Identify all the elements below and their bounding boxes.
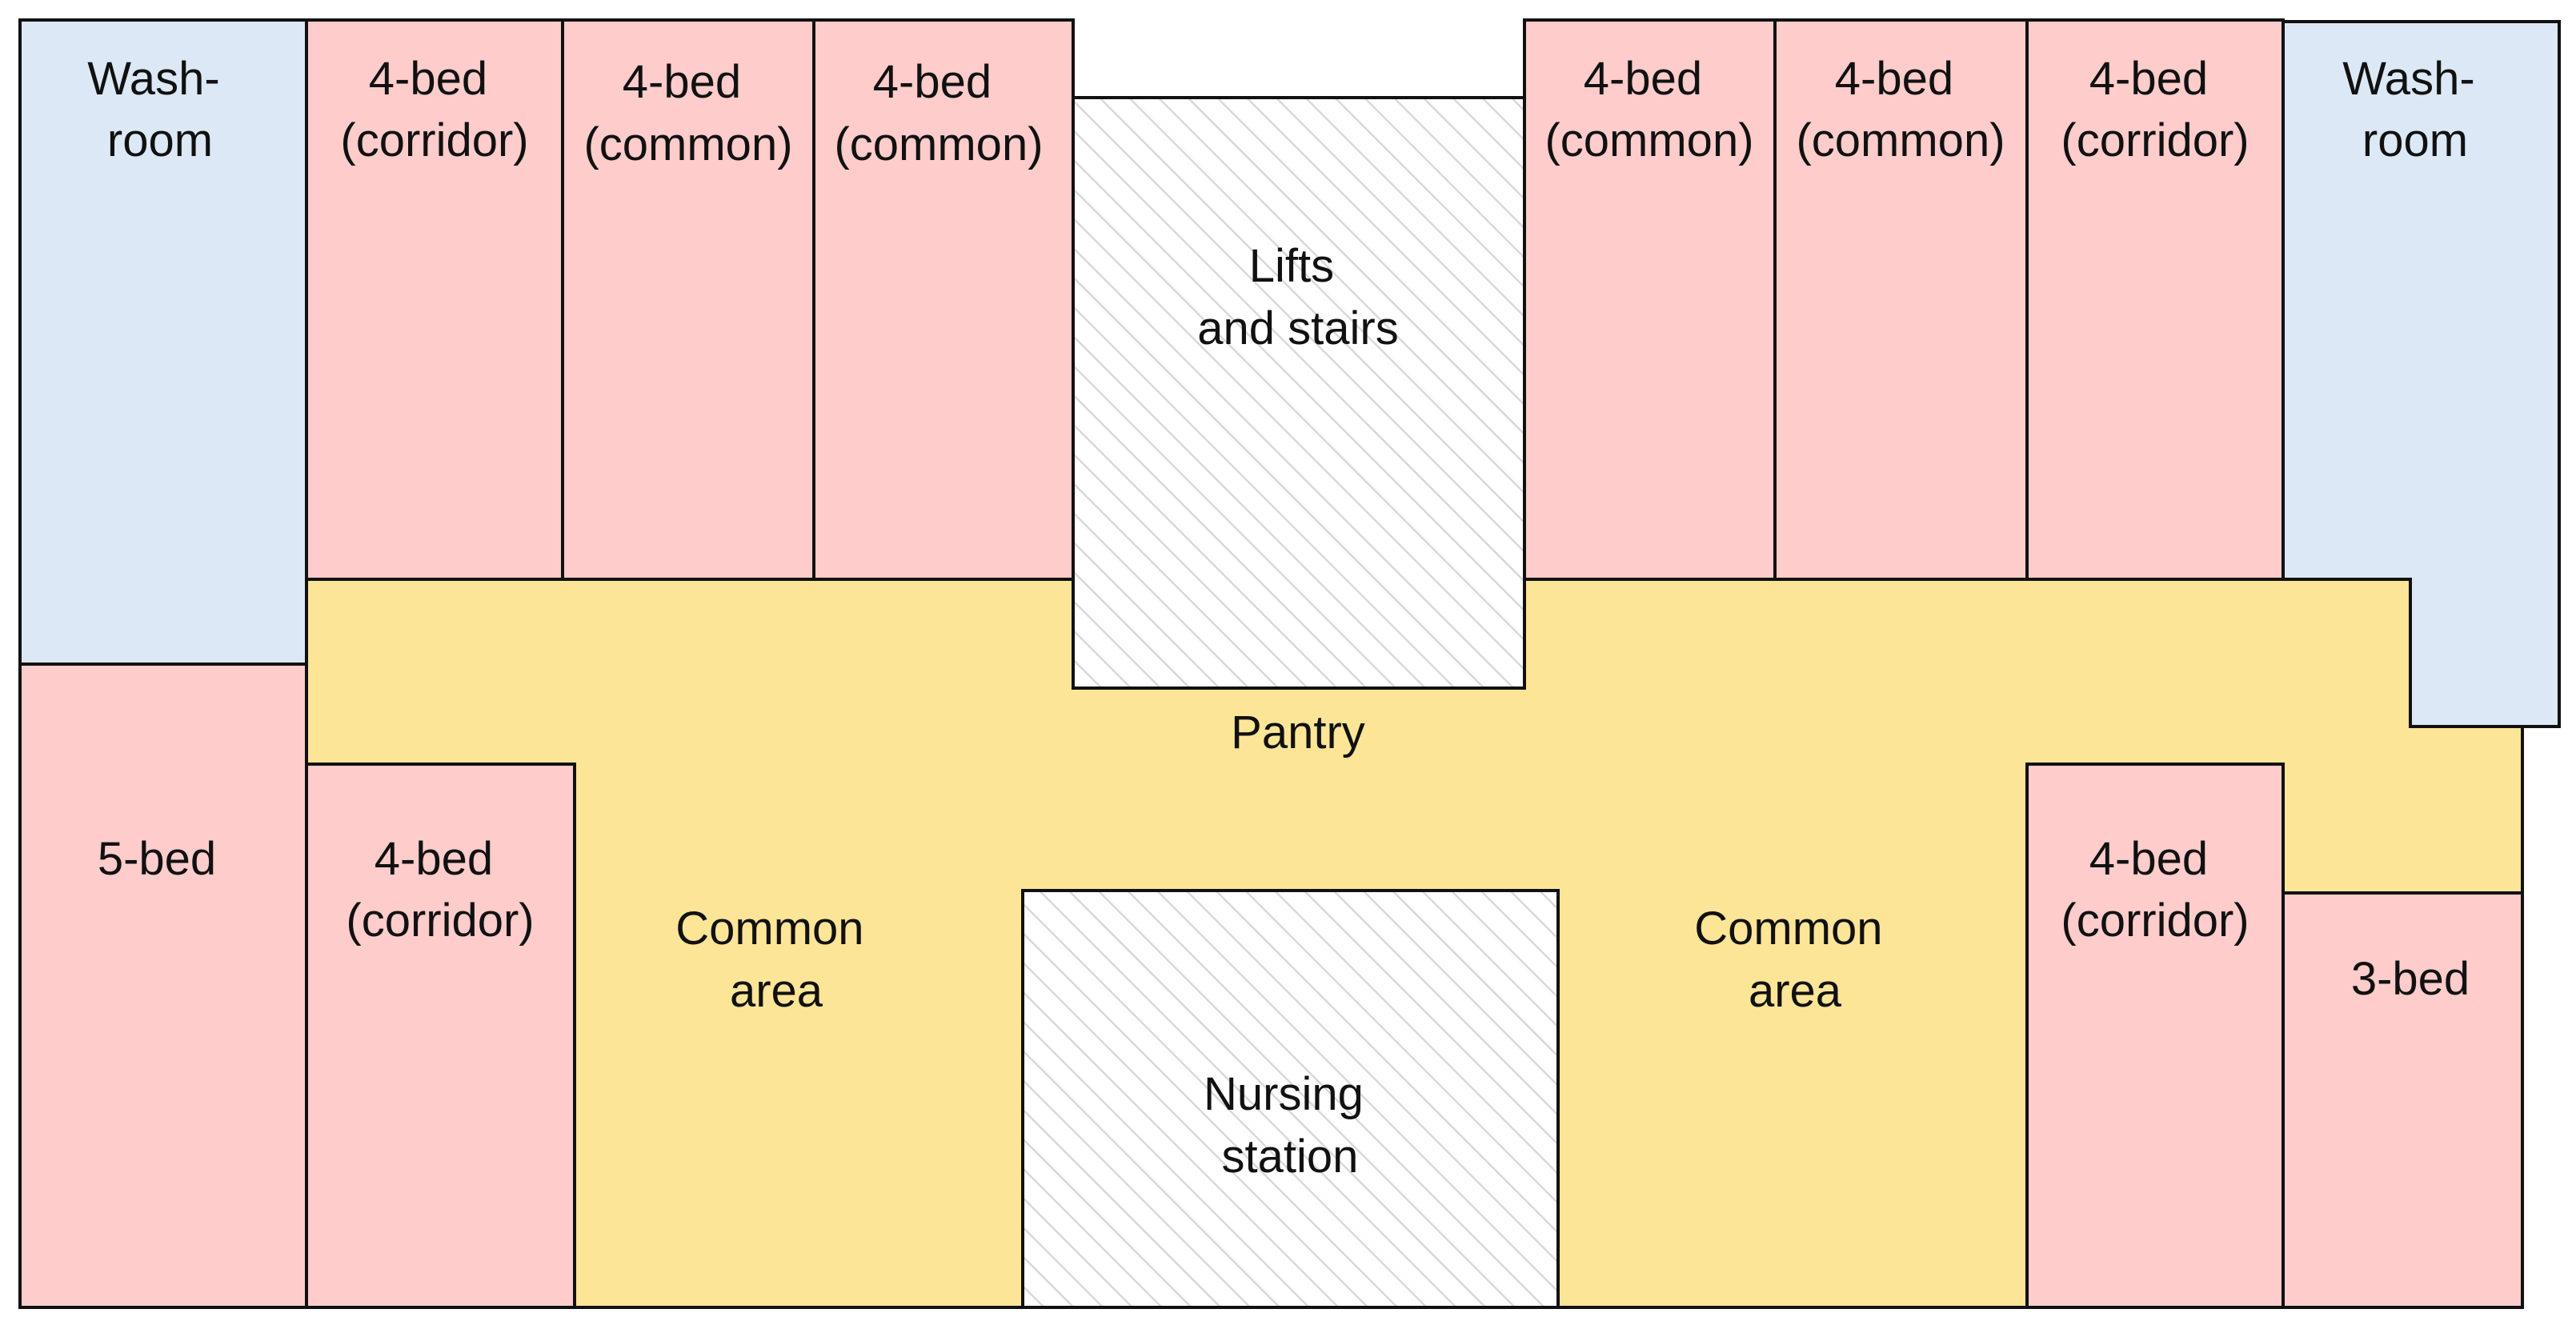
label-line: and stairs (1197, 302, 1398, 354)
ward-room-top-4 (1523, 18, 1777, 581)
label-line: (corridor) (346, 895, 534, 947)
ward-room-top-6 (2025, 18, 2285, 581)
label-line: (common) (583, 118, 792, 170)
label-line: (common) (1544, 114, 1753, 166)
ward-room-bottom-right-label: 4-bed (corridor) (2061, 833, 2249, 947)
label-line: area (730, 965, 823, 1017)
label-line: 4-bed (1835, 53, 1953, 105)
common-area-right-label: Common area (1694, 903, 1895, 1017)
label-line: room (2362, 114, 2468, 166)
label-line: Common (675, 903, 863, 955)
label-line: Wash- (2342, 53, 2474, 105)
washroom-left-label: Wash- room (87, 53, 233, 166)
ward-room-5bed-label: 5-bed (98, 833, 216, 885)
label-line: 4-bed (2089, 53, 2208, 105)
label-line: area (1749, 965, 1842, 1017)
label-line: Common (1694, 903, 1882, 955)
ward-room-top-1-label: 4-bed (corridor) (340, 53, 528, 166)
label-line: Pantry (1231, 707, 1365, 759)
common-area-left-label: Common area (675, 903, 876, 1017)
ward-room-top-5-label: 4-bed (common) (1796, 53, 2005, 166)
label-line: (corridor) (2061, 895, 2249, 947)
pantry-label: Pantry (1231, 707, 1365, 759)
ward-room-top-6-label: 4-bed (corridor) (2061, 53, 2249, 166)
ward-room-top-2-label: 4-bed (common) (583, 56, 792, 170)
ward-room-5bed (18, 662, 308, 1309)
ward-room-3bed-label: 3-bed (2351, 953, 2470, 1005)
label-line: Wash- (87, 53, 219, 105)
ward-room-top-5 (1773, 18, 2029, 581)
label-line: 5-bed (98, 833, 216, 885)
label-line: room (107, 114, 213, 166)
ward-room-bottom-right (2025, 763, 2285, 1309)
ward-room-top-3 (812, 18, 1075, 581)
ward-room-top-4-label: 4-bed (common) (1544, 53, 1753, 166)
label-line: 4-bed (369, 53, 487, 105)
label-line: Lifts (1249, 240, 1334, 292)
label-line: 4-bed (2089, 833, 2208, 885)
nursing-station-label: Nursing station (1204, 1068, 1376, 1183)
nursing-station (1021, 889, 1560, 1309)
ward-room-3bed (2282, 891, 2524, 1309)
label-line: 3-bed (2351, 953, 2470, 1005)
label-line: (corridor) (2061, 114, 2249, 166)
lifts-and-stairs (1072, 96, 1526, 690)
ward-room-top-3-label: 4-bed (common) (834, 56, 1043, 170)
label-line: station (1222, 1131, 1359, 1183)
label-line: 4-bed (623, 56, 741, 108)
washroom-right-label: Wash- room (2342, 53, 2488, 166)
ward-room-bottom-left-label: 4-bed (corridor) (346, 833, 534, 947)
label-line: (common) (1796, 114, 2005, 166)
label-line: 4-bed (1584, 53, 1702, 105)
label-line: (corridor) (340, 114, 528, 166)
ward-room-top-2 (561, 18, 815, 581)
washroom-left (18, 18, 308, 666)
label-line: Nursing (1204, 1068, 1364, 1120)
ward-room-bottom-left (305, 763, 576, 1309)
label-line: (common) (834, 118, 1043, 170)
label-line: 4-bed (375, 833, 493, 885)
lifts-and-stairs-label: Lifts and stairs (1197, 240, 1398, 354)
ward-room-top-1 (305, 18, 564, 581)
label-line: 4-bed (873, 56, 992, 108)
